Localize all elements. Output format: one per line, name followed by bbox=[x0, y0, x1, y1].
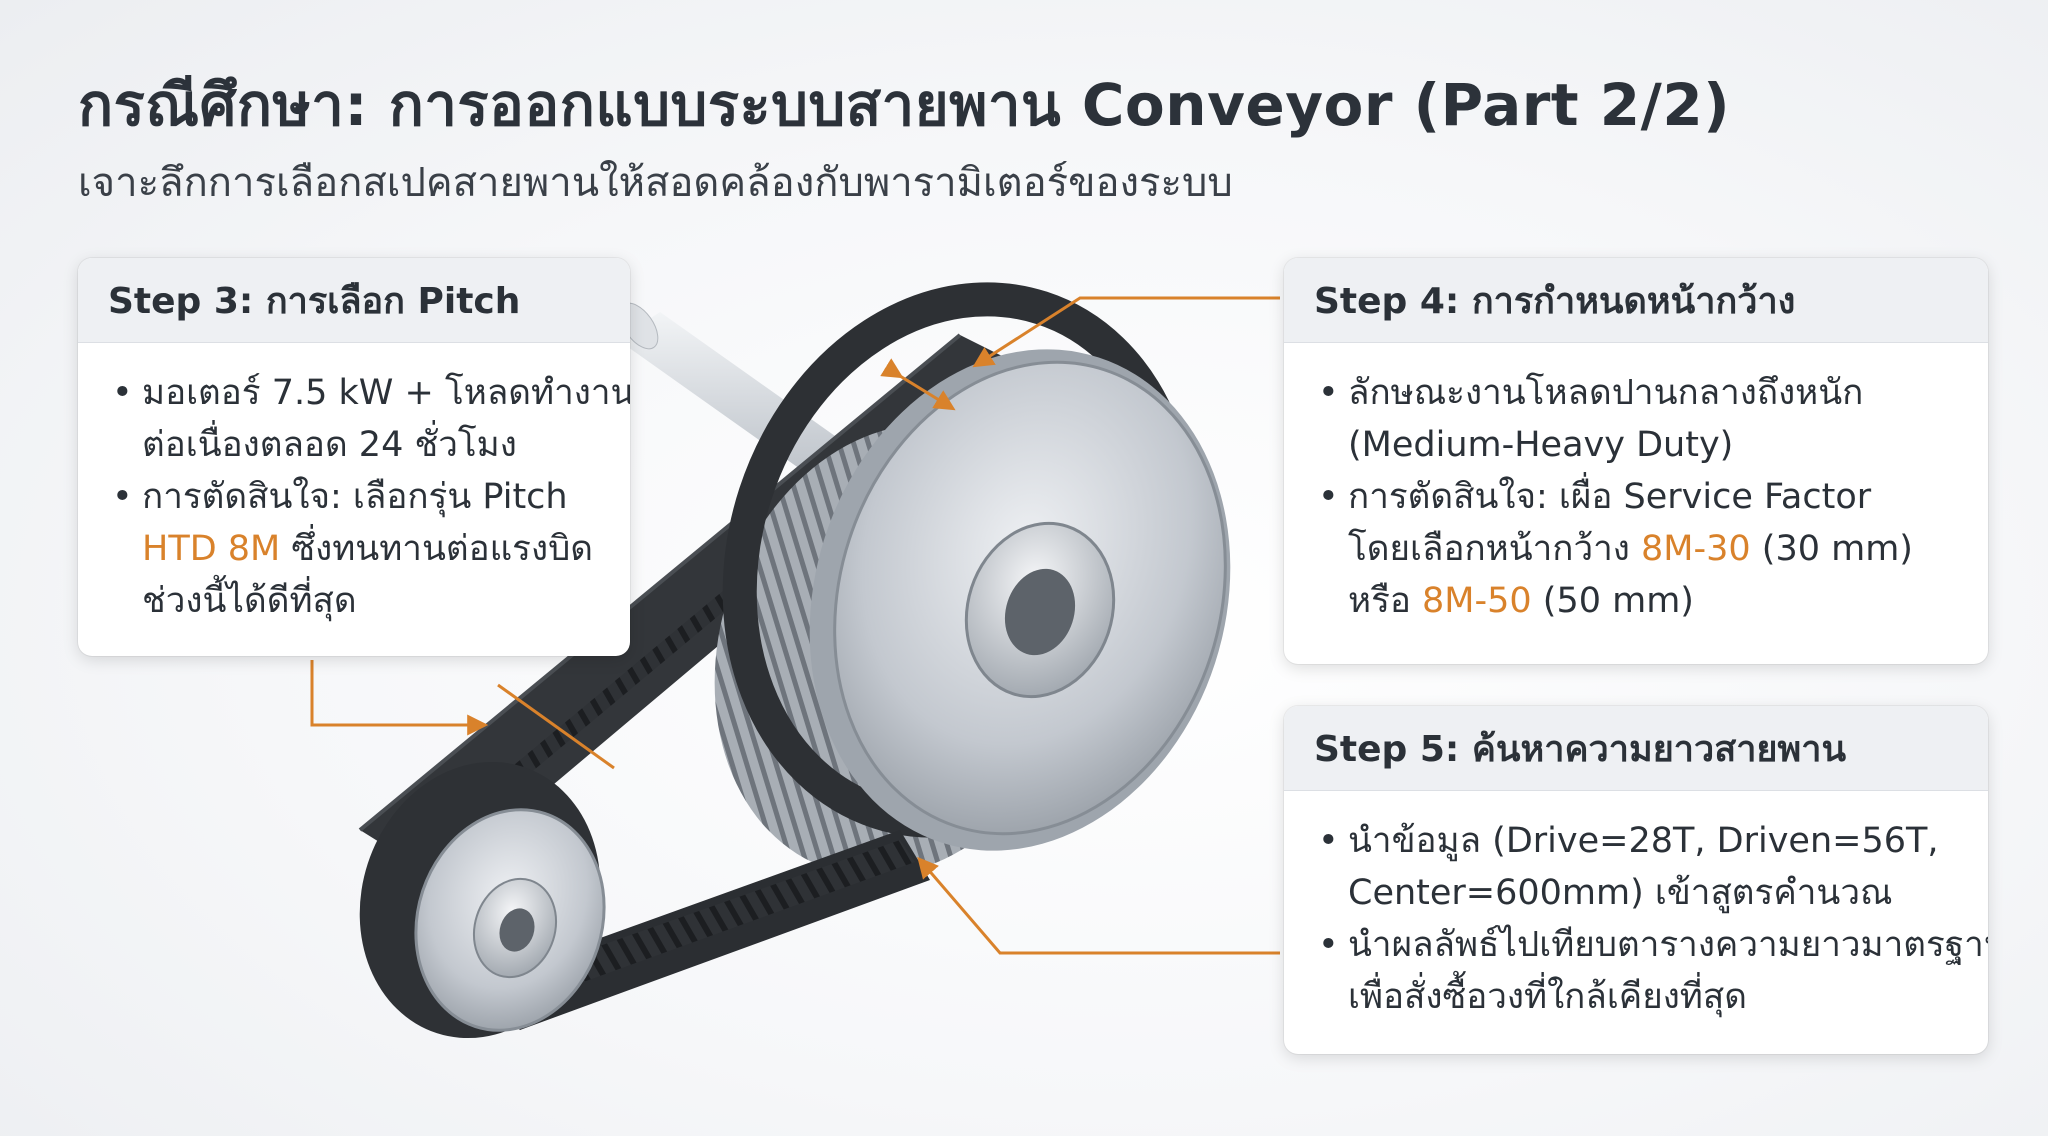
step3-bullet-2-line-2-rest: ซึ่งทนทานต่อแรงบิด bbox=[280, 529, 594, 569]
step3-title: Step 3: การเลือก Pitch bbox=[78, 258, 630, 343]
belt-upper-run-edge bbox=[358, 333, 962, 832]
step3-bullet-1-line-2: ต่อเนื่องตลอด 24 ชั่วโมง bbox=[142, 425, 517, 465]
step3-body: มอเตอร์ 7.5 kW + โหลดทำงาน ต่อเนื่องตลอด… bbox=[78, 343, 630, 647]
step5-body: นำข้อมูล (Drive=28T, Driven=56T, Center=… bbox=[1284, 791, 1988, 1043]
step5-bullet-2-line-2: เพื่อสั่งซื้อวงที่ใกล้เคียงที่สุด bbox=[1348, 977, 1747, 1017]
step4-bullet-2-line-2-rest: (30 mm) bbox=[1750, 529, 1913, 569]
belt-lower-teeth bbox=[560, 840, 915, 985]
step3-bullet-1-line-1: มอเตอร์ 7.5 kW + โหลดทำงาน bbox=[142, 373, 630, 413]
width-dimension-arrow bbox=[880, 358, 956, 411]
step4-bullet-1-line-2: (Medium-Heavy Duty) bbox=[1348, 425, 1734, 465]
step3-bullet-2-line-3: ช่วงนี้ได้ดีที่สุด bbox=[142, 581, 357, 621]
step4-bullet-2: การตัดสินใจ: เผื่อ Service Factor โดยเลื… bbox=[1318, 471, 1954, 627]
connector-step4 bbox=[972, 296, 1280, 368]
step4-card: Step 4: การกำหนดหน้ากว้าง ลักษณะงานโหลดป… bbox=[1284, 258, 1988, 664]
step4-bullet-2-line-3-pre: หรือ bbox=[1348, 581, 1423, 621]
step4-bullet-2-line-2-pre: โดยเลือกหน้ากว้าง bbox=[1348, 529, 1642, 569]
width-50-highlight: 8M-50 bbox=[1422, 581, 1532, 621]
step4-title: Step 4: การกำหนดหน้ากว้าง bbox=[1284, 258, 1988, 343]
step5-card: Step 5: ค้นหาความยาวสายพาน นำข้อมูล (Dri… bbox=[1284, 706, 1988, 1054]
step5-bullet-2-line-1: นำผลลัพธ์ไปเทียบตารางความยาวมาตรฐาน bbox=[1348, 925, 1988, 965]
page-title: กรณีศึกษา: การออกแบบระบบสายพาน Conveyor … bbox=[78, 71, 1731, 139]
step4-body: ลักษณะงานโหลดปานกลางถึงหนัก (Medium-Heav… bbox=[1284, 343, 1988, 647]
step3-card: Step 3: การเลือก Pitch มอเตอร์ 7.5 kW + … bbox=[78, 258, 630, 656]
step5-bullet-1-line-1: นำข้อมูล (Drive=28T, Driven=56T, bbox=[1348, 821, 1939, 861]
large-pulley-bore bbox=[1004, 568, 1076, 656]
page-subtitle: เจาะลึกการเลือกสเปคสายพานให้สอดคล้องกับพ… bbox=[78, 160, 1233, 206]
pitch-highlight: HTD 8M bbox=[142, 529, 281, 569]
step4-bullet-1: ลักษณะงานโหลดปานกลางถึงหนัก (Medium-Heav… bbox=[1318, 367, 1954, 471]
connector-step3 bbox=[310, 660, 489, 736]
step4-bullet-1-line-1: ลักษณะงานโหลดปานกลางถึงหนัก bbox=[1348, 373, 1864, 413]
step5-bullet-1-line-2: Center=600mm) เข้าสูตรคำนวณ bbox=[1348, 873, 1893, 913]
width-30-highlight: 8M-30 bbox=[1641, 529, 1751, 569]
step4-bullet-2-line-1: การตัดสินใจ: เผื่อ Service Factor bbox=[1348, 477, 1872, 517]
connector-step5 bbox=[917, 856, 1280, 955]
step3-bullet-2-line-1: การตัดสินใจ: เลือกรุ่น Pitch bbox=[142, 477, 568, 517]
step5-title: Step 5: ค้นหาความยาวสายพาน bbox=[1284, 706, 1988, 791]
pitch-dimension-arrow bbox=[497, 683, 615, 770]
step5-bullet-2: นำผลลัพธ์ไปเทียบตารางความยาวมาตรฐาน เพื่… bbox=[1318, 919, 1988, 1023]
step3-bullet-1: มอเตอร์ 7.5 kW + โหลดทำงาน ต่อเนื่องตลอด… bbox=[112, 367, 630, 471]
step5-bullet-1: นำข้อมูล (Drive=28T, Driven=56T, Center=… bbox=[1318, 815, 1954, 919]
step4-bullet-2-line-3-rest: (50 mm) bbox=[1531, 581, 1694, 621]
step3-bullet-2-line-2: HTD 8M ซึ่งทนทานต่อแรงบิด bbox=[142, 523, 596, 575]
step3-bullet-2: การตัดสินใจ: เลือกรุ่น Pitch HTD 8M ซึ่ง… bbox=[112, 471, 596, 627]
step4-bullet-2-line-2: โดยเลือกหน้ากว้าง 8M-30 (30 mm) bbox=[1348, 523, 1954, 575]
step4-bullet-2-line-3: หรือ 8M-50 (50 mm) bbox=[1348, 575, 1954, 627]
small-pulley-bore bbox=[499, 908, 535, 952]
